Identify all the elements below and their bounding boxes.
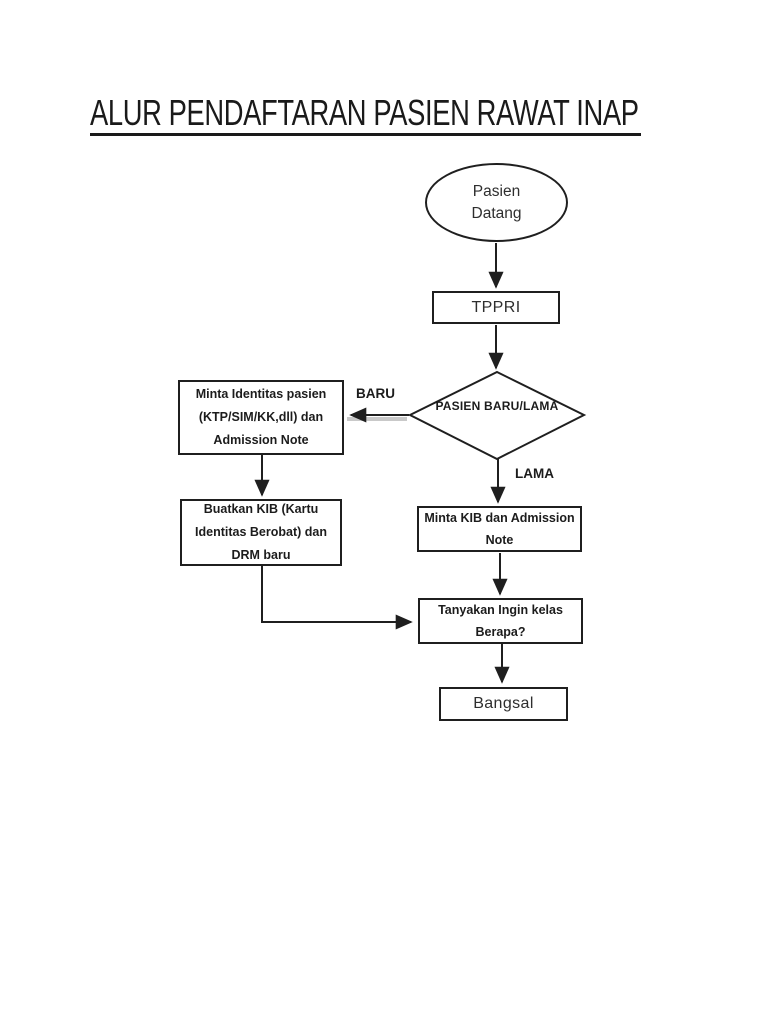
edge-label-lama: LAMA [515, 466, 554, 481]
node-decision-line2: BARU/LAMA [484, 399, 559, 413]
node-minta-kib-line2: Note [485, 533, 514, 547]
node-bangsal-label: Bangsal [473, 695, 534, 712]
node-pasien-datang: Pasien Datang [425, 163, 568, 242]
node-tanyakan-kelas: Tanyakan Ingin kelas Berapa? [418, 598, 583, 644]
node-minta-identitas-line2: (KTP/SIM/KK,dll) dan [198, 410, 324, 424]
node-minta-identitas-line1: Minta Identitas pasien [195, 387, 327, 401]
node-bangsal: Bangsal [439, 687, 568, 721]
node-buatkan-kib: Buatkan KIB (Kartu Identitas Berobat) da… [180, 499, 342, 566]
page-title: ALUR PENDAFTARAN PASIEN RAWAT INAP [90, 95, 641, 136]
node-tppri-label: TPPRI [471, 298, 521, 316]
node-decision-line1: PASIEN [435, 399, 481, 413]
node-pasien-datang-line2: Datang [471, 204, 522, 222]
node-minta-identitas: Minta Identitas pasien (KTP/SIM/KK,dll) … [178, 380, 344, 455]
node-tppri: TPPRI [432, 291, 560, 324]
node-minta-identitas-line3: Admission Note [213, 433, 309, 447]
node-tanyakan-kelas-line1: Tanyakan Ingin kelas [438, 603, 563, 617]
node-buatkan-kib-line1: Buatkan KIB (Kartu [203, 502, 319, 516]
edge-buatkan-to-tanyakan [261, 566, 413, 630]
node-minta-kib-line1: Minta KIB dan Admission [424, 511, 575, 525]
node-minta-kib: Minta KIB dan Admission Note [417, 506, 582, 552]
node-buatkan-kib-line3: DRM baru [231, 548, 291, 562]
edge-label-baru: BARU [356, 386, 395, 401]
node-tanyakan-kelas-line2: Berapa? [475, 625, 526, 639]
node-buatkan-kib-line2: Identitas Berobat) dan [195, 525, 327, 539]
node-decision-text: PASIEN BARU/LAMA [422, 397, 572, 416]
node-pasien-datang-line1: Pasien [472, 182, 521, 200]
